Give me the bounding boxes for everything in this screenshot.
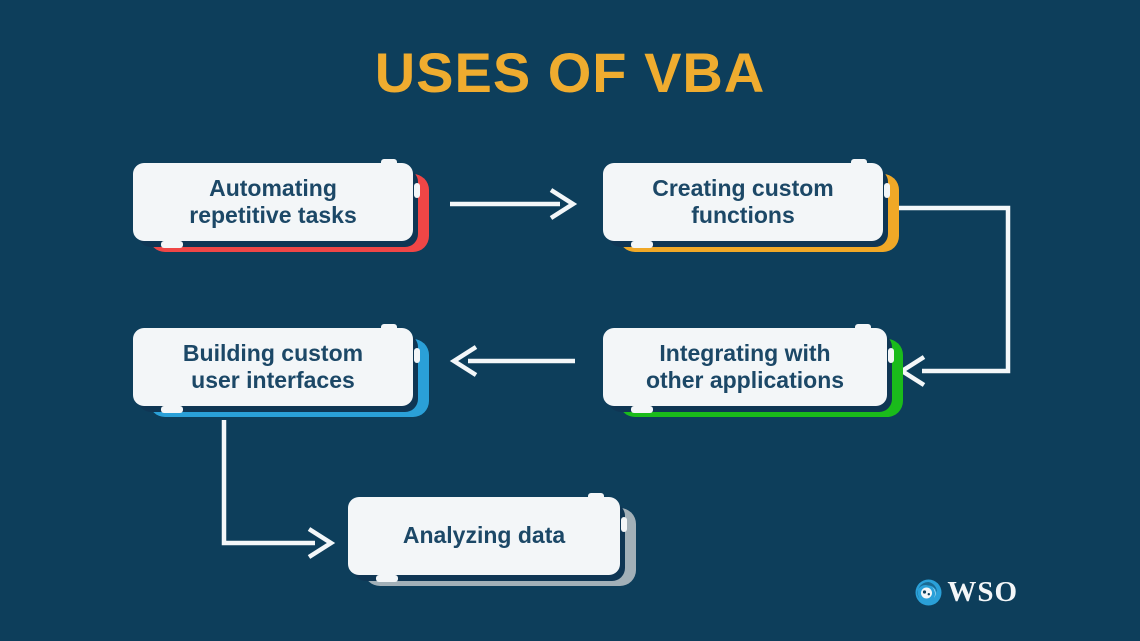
node-label-line2: functions <box>691 202 795 228</box>
flow-node-integrating-with-other-applications: Integrating with other applications <box>603 324 903 417</box>
connector-building-to-analyzing <box>221 420 336 559</box>
decorative-notch <box>884 183 890 198</box>
flow-node-building-custom-user-interfaces: Building custom user interfaces <box>133 324 429 417</box>
decorative-notch <box>376 575 398 582</box>
node-face: Building custom user interfaces <box>133 328 413 406</box>
flow-node-automating-repetitive-tasks: Automating repetitive tasks <box>133 159 429 252</box>
decorative-notch <box>381 159 397 167</box>
decorative-notch <box>855 324 871 332</box>
node-face: Creating custom functions <box>603 163 883 241</box>
decorative-notch <box>888 348 894 363</box>
decorative-notch <box>631 406 653 413</box>
node-label-line1: Creating custom <box>652 174 834 201</box>
connector-creating-to-integrating <box>891 205 1011 387</box>
flow-node-analyzing-data: Analyzing data <box>348 493 636 586</box>
decorative-notch <box>631 241 653 248</box>
wso-logo: WSO <box>915 576 1018 609</box>
node-face: Analyzing data <box>348 497 620 575</box>
node-label-line1: Analyzing data <box>402 522 566 549</box>
wso-logo-icon <box>915 579 942 606</box>
diagram-title: USES OF VBA <box>374 41 766 104</box>
connector-integrating-to-building <box>449 345 575 377</box>
node-label-line2: user interfaces <box>191 367 355 393</box>
node-label-line1: Integrating with <box>659 339 831 366</box>
wso-logo-text: WSO <box>947 576 1018 608</box>
node-label-line2: repetitive tasks <box>189 202 357 228</box>
node-label-line1: Automating <box>209 174 337 201</box>
flow-node-creating-custom-functions: Creating custom functions <box>603 159 899 252</box>
decorative-notch <box>161 241 183 248</box>
node-face: Integrating with other applications <box>603 328 887 406</box>
node-face: Automating repetitive tasks <box>133 163 413 241</box>
node-label-line1: Building custom <box>182 339 364 366</box>
decorative-notch <box>851 159 867 167</box>
connector-automating-to-creating <box>450 188 578 220</box>
decorative-notch <box>381 324 397 332</box>
node-label-line2: other applications <box>645 367 845 393</box>
decorative-notch <box>414 183 420 198</box>
decorative-notch <box>588 493 604 501</box>
decorative-notch <box>621 517 627 532</box>
decorative-notch <box>414 348 420 363</box>
decorative-notch <box>161 406 183 413</box>
